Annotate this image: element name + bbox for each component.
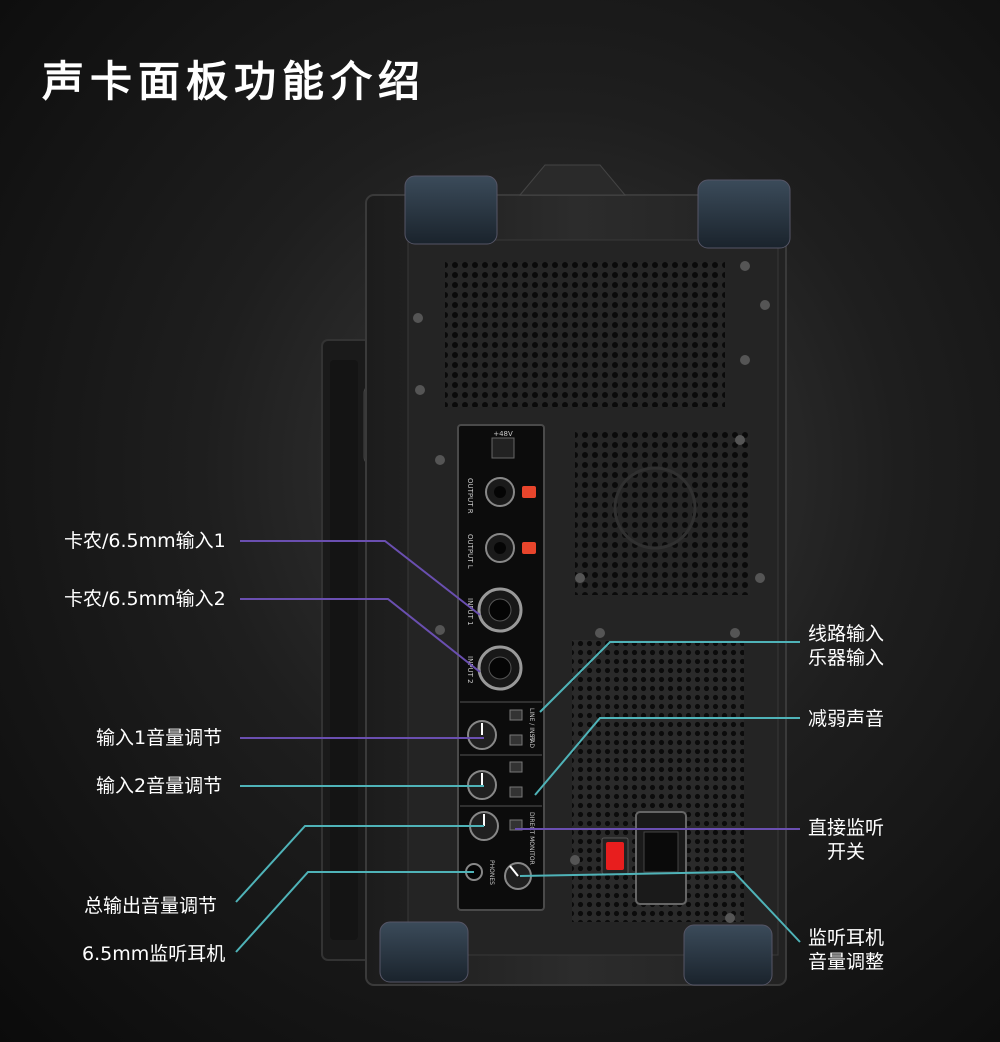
callout-line-line-inst [539, 641, 800, 713]
top-vent [445, 262, 725, 407]
svg-text:PHONES: PHONES [488, 860, 495, 885]
callout-line-input1 [240, 540, 481, 616]
pad-button-2 [509, 786, 523, 798]
output-r-lock [522, 486, 536, 498]
label-phones-volume: 监听耳机 音量调整 [808, 927, 885, 973]
page-title: 声卡面板功能介绍 [42, 57, 427, 106]
label-line-inst: 线路输入 乐器输入 [808, 623, 885, 669]
label-pad: 减弱声音 [808, 708, 885, 730]
callout-line-output [235, 825, 484, 903]
foot-bottom-left [379, 921, 469, 983]
foot-top-right [697, 179, 791, 249]
svg-text:LINE / INST: LINE / INST [528, 708, 535, 741]
label-gain2: 输入2音量调节 [96, 775, 223, 797]
callout-line-phones [235, 871, 474, 953]
line-inst-button-2 [509, 761, 523, 773]
mid-vent [575, 430, 750, 595]
callout-line-pad [534, 717, 800, 796]
svg-text:INPUT 1: INPUT 1 [466, 598, 474, 626]
svg-text:PAD: PAD [528, 736, 535, 748]
label-gain1: 输入1音量调节 [96, 727, 223, 749]
label-input1: 卡农/6.5mm输入1 [64, 530, 226, 552]
foot-top-left [404, 175, 498, 245]
svg-text:OUTPUT L: OUTPUT L [466, 534, 474, 569]
label-direct-monitor: 直接监听 开关 [808, 817, 885, 863]
phantom-switch [491, 437, 515, 459]
label-48v: +48V [493, 430, 513, 438]
callout-line-phones-vol [519, 870, 801, 943]
svg-text:DIRECT MONITOR: DIRECT MONITOR [528, 812, 535, 865]
svg-text:OUTPUT R: OUTPUT R [466, 478, 474, 514]
callout-line-input2 [240, 598, 481, 673]
top-handle [518, 164, 627, 196]
line-inst-button-1 [509, 709, 523, 721]
svg-text:INPUT 2: INPUT 2 [466, 656, 474, 684]
output-l-lock [522, 542, 536, 554]
label-input2: 卡农/6.5mm输入2 [64, 588, 226, 610]
label-phones: 6.5mm监听耳机 [82, 943, 226, 965]
label-output-volume: 总输出音量调节 [84, 895, 218, 917]
foot-bottom-right [683, 924, 773, 986]
pad-button-1 [509, 734, 523, 746]
